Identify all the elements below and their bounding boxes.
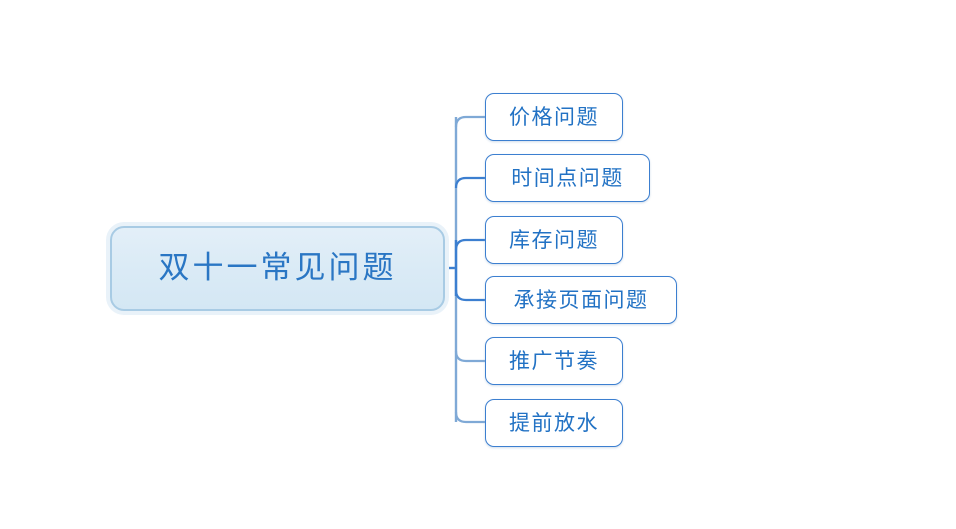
mindmap-child-node-5[interactable]: 推广节奏 [485, 337, 623, 385]
mindmap-root-node[interactable]: 双十一常见问题 [110, 226, 445, 311]
connector-branch-3 [454, 238, 485, 251]
connector-branch-4 [454, 289, 485, 302]
mindmap-child-node-1[interactable]: 价格问题 [485, 93, 623, 141]
connector-branch-5 [454, 350, 485, 363]
child-node-label: 承接页面问题 [513, 287, 649, 312]
root-node-label: 双十一常见问题 [158, 250, 397, 286]
child-node-label: 推广节奏 [509, 348, 599, 373]
connector-branch-1 [454, 115, 485, 128]
child-node-label: 时间点问题 [511, 165, 624, 190]
mindmap-child-node-6[interactable]: 提前放水 [485, 399, 623, 447]
child-node-label: 提前放水 [509, 410, 599, 435]
connector-branch-6 [454, 411, 485, 424]
mindmap-child-node-2[interactable]: 时间点问题 [485, 154, 650, 202]
child-node-label: 价格问题 [509, 104, 599, 129]
child-node-label: 库存问题 [509, 227, 599, 252]
connector-branch-2 [454, 176, 485, 189]
mindmap-child-node-3[interactable]: 库存问题 [485, 216, 623, 264]
mindmap-child-node-4[interactable]: 承接页面问题 [485, 276, 677, 324]
